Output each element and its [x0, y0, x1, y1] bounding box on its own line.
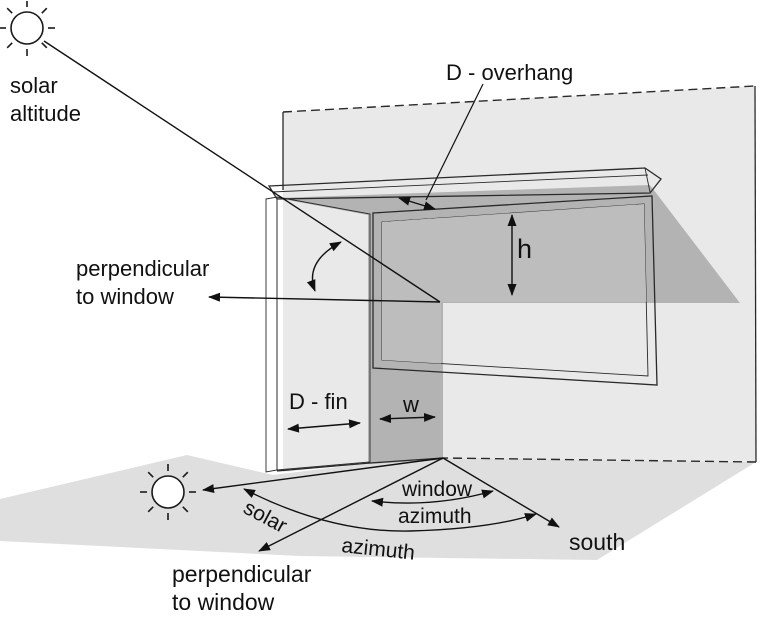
window-azimuth-label-line2: azimuth	[398, 505, 472, 528]
solar-ray-line	[43, 40, 441, 303]
d-overhang-label: D - overhang	[446, 60, 573, 85]
sun-icon-lower	[140, 464, 196, 520]
solar-altitude-label-line2: altitude	[10, 101, 81, 126]
d-fin-dim-arrow	[287, 419, 361, 433]
solar-altitude-label-line1: solar	[10, 73, 58, 98]
sun-icon-upper	[0, 1, 55, 56]
w-dim-arrow	[379, 412, 436, 424]
perpendicular-upper-line	[208, 292, 441, 303]
wall-top-edge	[282, 85, 756, 113]
base-edge	[276, 457, 444, 472]
perpendicular-upper-label-line2: to window	[76, 284, 174, 309]
fin-face	[276, 196, 371, 471]
perpendicular-lower-label-line2: to window	[172, 589, 275, 615]
overhang-end-crease	[644, 167, 651, 193]
perpendicular-lower-label-line1: perpendicular	[172, 561, 312, 587]
overhang-slab	[267, 167, 662, 200]
fin-front-edge	[265, 196, 278, 473]
wall-right-edge	[754, 85, 757, 463]
window-azimuth-label-line1: window	[401, 478, 473, 501]
d-overhang-leader	[425, 83, 484, 201]
south-label: south	[569, 529, 625, 555]
d-overhang-dim-arrow	[398, 196, 436, 211]
overhang-fascia-line	[271, 174, 649, 193]
solar-altitude-arc	[306, 241, 342, 292]
perpendicular-upper-label-line1: perpendicular	[76, 256, 209, 281]
d-fin-label: D - fin	[289, 389, 348, 414]
w-label: w	[402, 392, 419, 417]
solar-azimuth-arc	[243, 488, 537, 532]
solar-azimuth-direction-line	[202, 457, 444, 494]
window-frame	[372, 195, 658, 386]
h-label: h	[517, 234, 532, 264]
wall-bottom-edge	[442, 457, 757, 463]
pane-shadow-fin	[382, 211, 441, 365]
